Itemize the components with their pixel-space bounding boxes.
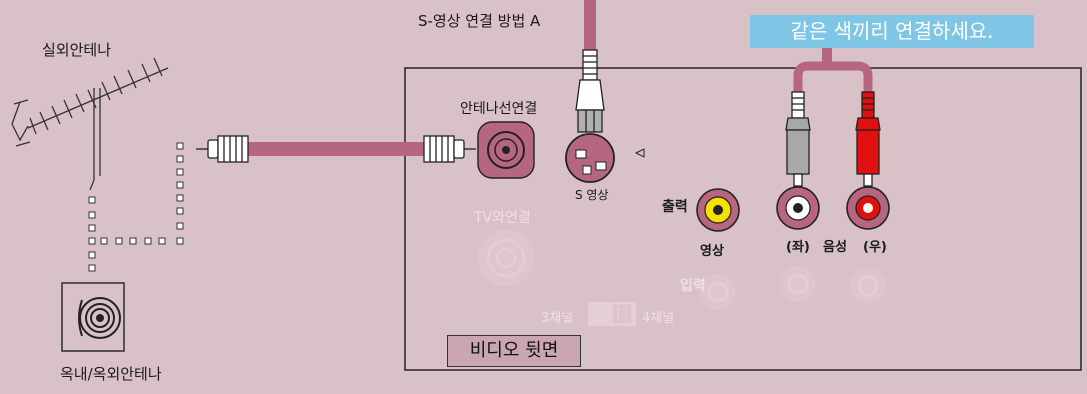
- s-video-method-label: S-영상 연결 방법 A: [418, 12, 541, 30]
- right-channel-label: (우): [863, 240, 887, 255]
- tv-output-jack: [477, 229, 535, 287]
- video-output-jack: [696, 188, 740, 232]
- rca-plug-icon: [785, 91, 811, 187]
- channel4-label: 4채널: [642, 311, 675, 326]
- left-channel-label: (좌): [786, 240, 810, 255]
- outdoor-antenna-icon: [11, 57, 169, 191]
- antenna-input-jack: [477, 121, 535, 179]
- outdoor-antenna-label: 실외안테나: [42, 41, 112, 59]
- indoor-antenna-icon: [61, 282, 125, 352]
- input-label: 입력: [680, 278, 706, 294]
- coax-plug-icon: [423, 135, 476, 163]
- video-label: 영상: [700, 244, 724, 259]
- color-match-banner: 같은 색끼리 연결하세요.: [750, 15, 1034, 48]
- cables: [248, 0, 873, 156]
- tv-connection-label: TV와연결: [474, 210, 531, 226]
- triangle-marker-icon: [634, 148, 645, 158]
- output-label: 출력: [662, 199, 688, 215]
- rca-plug-icon: [855, 91, 881, 187]
- vcr-rear-label: 비디오 뒷면: [447, 335, 581, 367]
- indoor-antenna-label: 옥내/옥외안테나: [60, 365, 162, 383]
- vcr-rear-panel: [404, 67, 1082, 371]
- input-jacks: [700, 266, 886, 310]
- s-video-label: S 영상: [575, 188, 609, 202]
- channel3-label: 3채널: [541, 311, 574, 326]
- audio-left-jack: [776, 186, 820, 230]
- audio-label: 음성: [823, 240, 847, 255]
- dotted-cable: [88, 142, 184, 272]
- s-video-plug-icon: [575, 49, 605, 133]
- coax-plug-icon: [196, 135, 249, 163]
- s-video-jack: [565, 133, 615, 183]
- antenna-connection-label: 안테나선연결: [460, 101, 538, 117]
- audio-right-jack: [846, 186, 890, 230]
- channel-switch-icon: [588, 302, 636, 326]
